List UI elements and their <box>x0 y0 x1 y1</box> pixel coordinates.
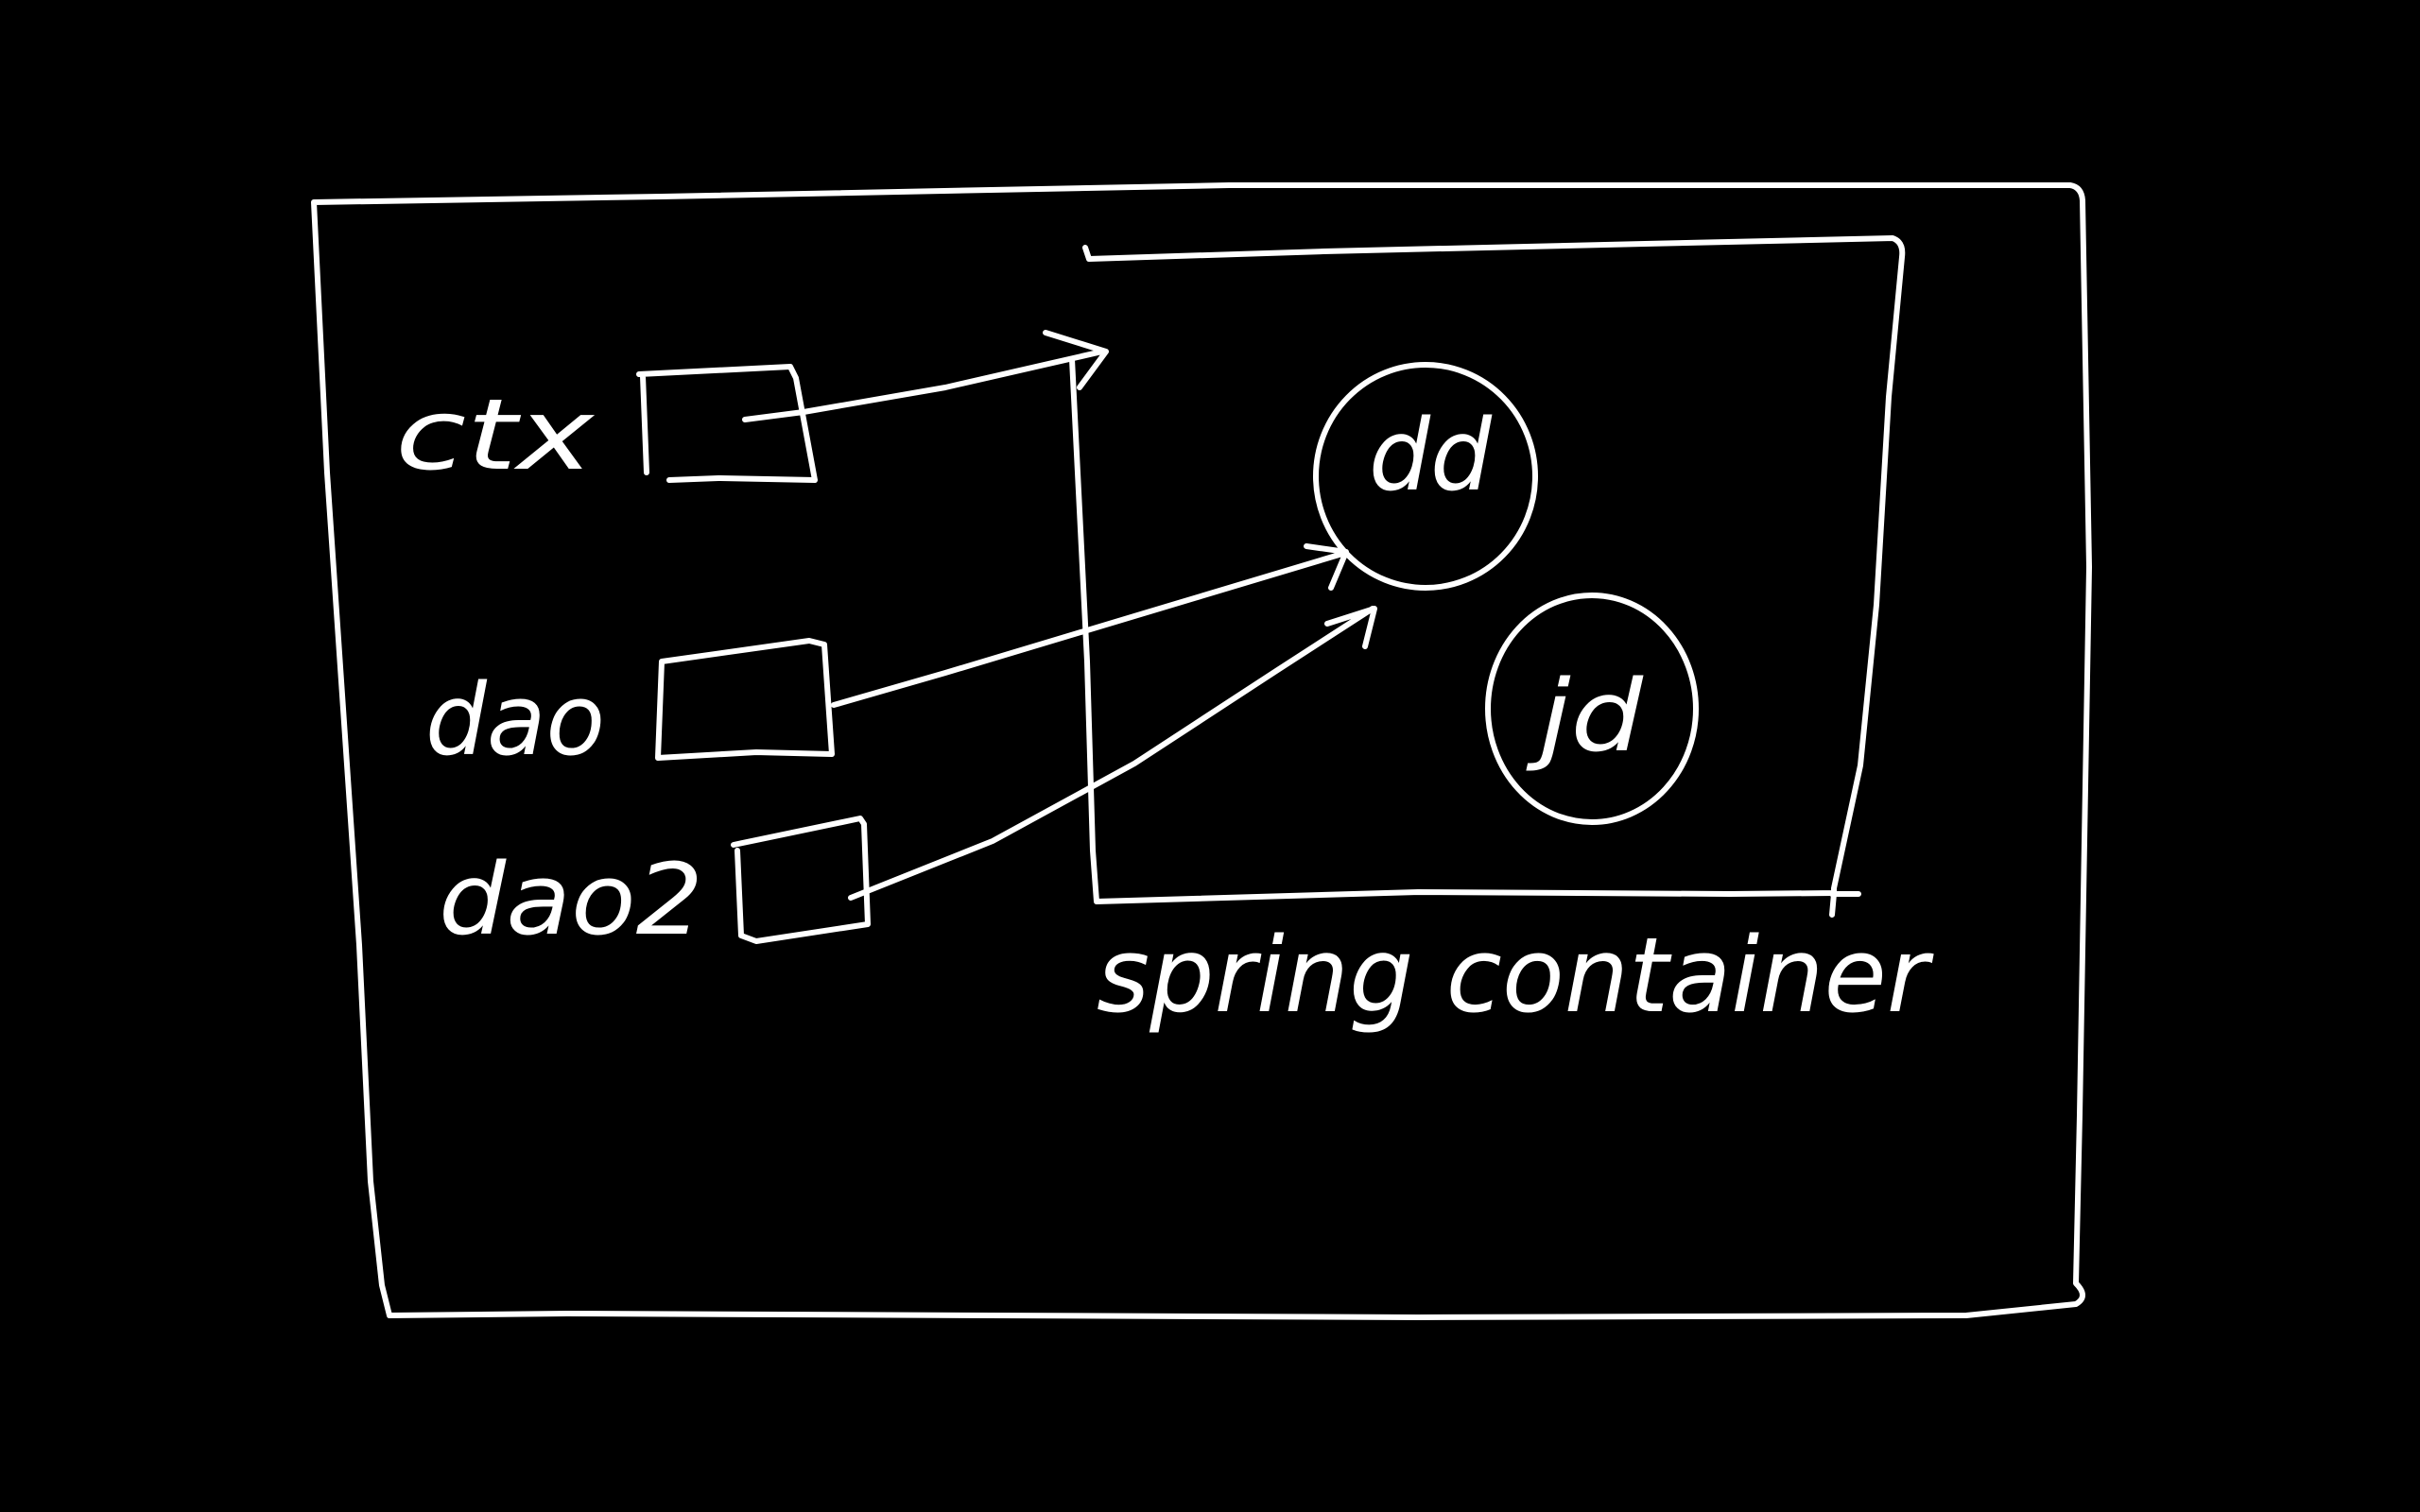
outer-frame <box>311 182 2092 1320</box>
ctx-reference-box <box>636 364 818 483</box>
dao2-reference-box <box>731 816 871 944</box>
spring-container-box <box>1069 235 1906 904</box>
ref-label-dao: dao <box>425 662 605 778</box>
dao-reference-box <box>655 638 835 761</box>
dao2-to-dd-arrow <box>848 606 1377 901</box>
ref-label-ctx: ctx <box>395 377 596 492</box>
bean-label-jd: jd <box>1526 659 1644 774</box>
jd-bean-circle <box>1485 593 1699 825</box>
container-label: spring container <box>1097 915 1934 1036</box>
container-corner-tick <box>1829 891 1861 918</box>
dao-to-dd-arrow <box>831 543 1349 708</box>
ref-label-dao2: dao2 <box>439 842 703 957</box>
ctx-to-container-arrow <box>742 330 1109 422</box>
dd-bean-circle <box>1313 362 1538 591</box>
bean-label-dd: dd <box>1369 398 1493 513</box>
